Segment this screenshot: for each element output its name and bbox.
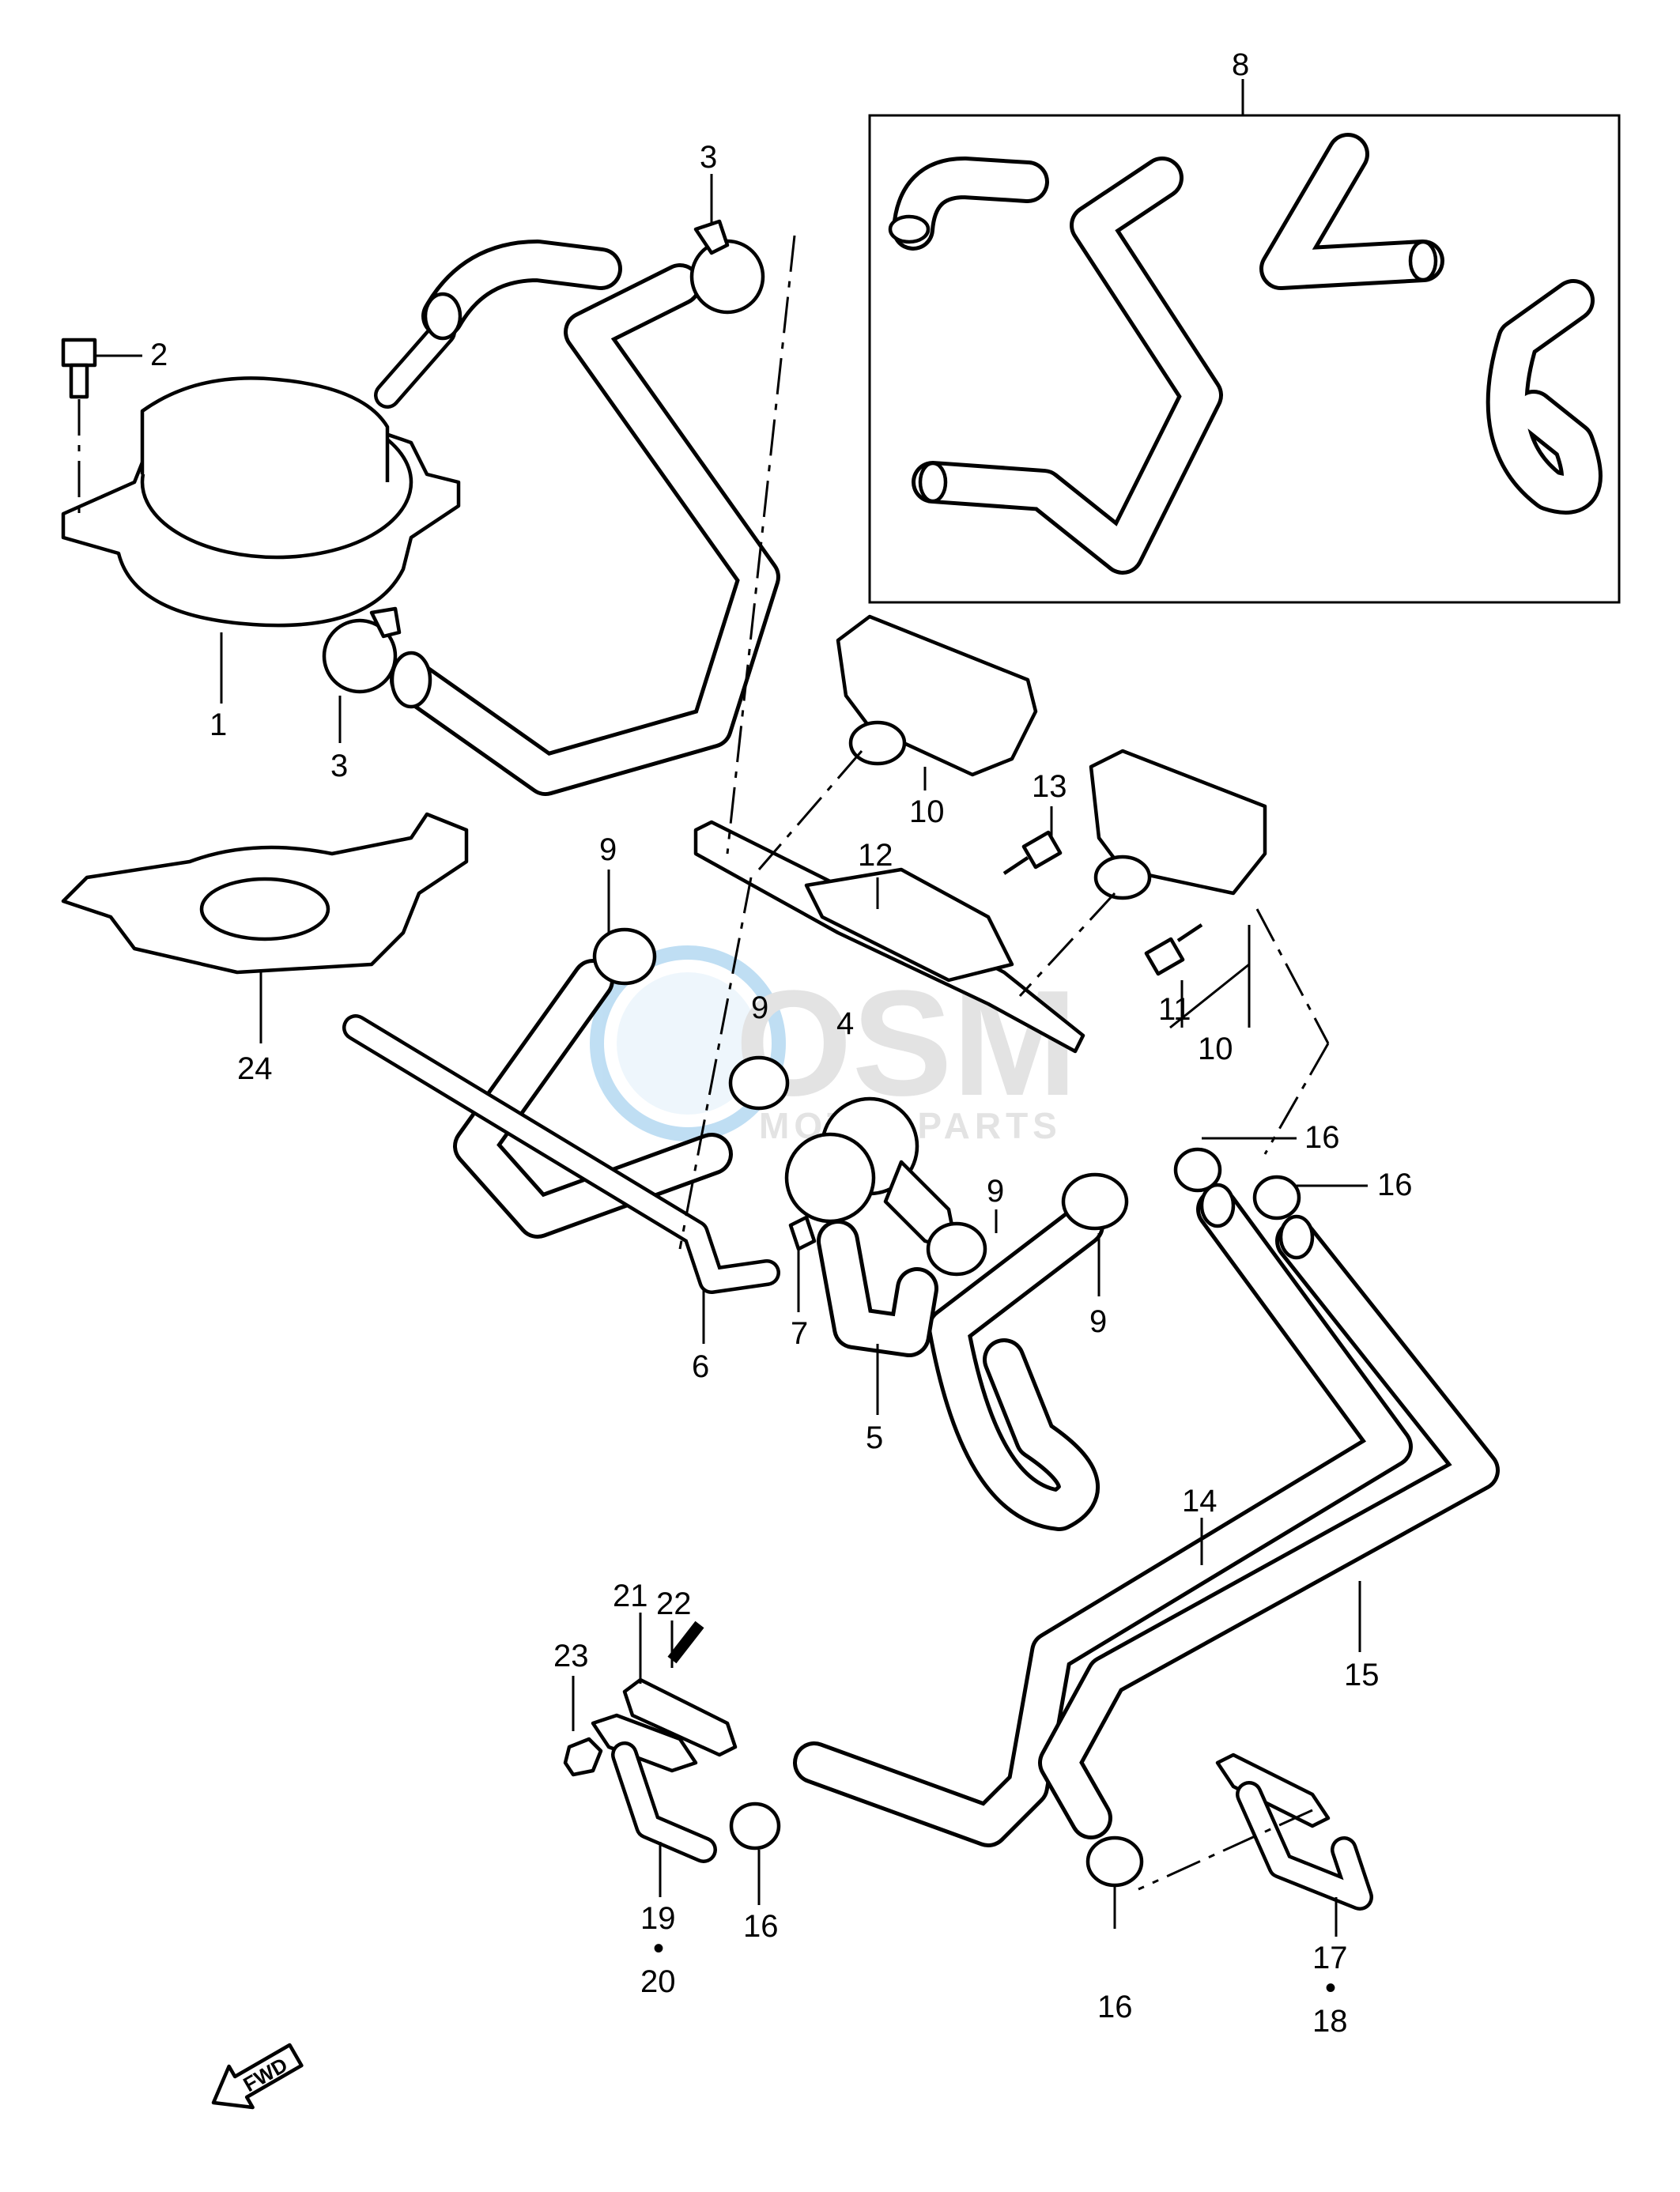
callout-9-d: 9 xyxy=(1089,1304,1107,1339)
watermark-globe-icon xyxy=(590,945,786,1141)
callout-18: 18 xyxy=(1312,2004,1348,2039)
callout-12: 12 xyxy=(858,838,893,873)
canister-1 xyxy=(61,319,461,628)
fwd-arrow-icon: FWD xyxy=(211,2043,304,2110)
clamp-9-b xyxy=(728,1055,790,1111)
callout-1: 1 xyxy=(210,707,227,742)
callout-4: 4 xyxy=(836,1006,854,1041)
callout-13: 13 xyxy=(1032,769,1067,804)
callouts: 8 3 2 1 3 10 13 12 9 24 9 4 11 10 16 16 … xyxy=(150,47,1413,2039)
callout-10-bottom: 10 xyxy=(1198,1032,1233,1066)
clamp-16-d xyxy=(1085,1835,1144,1888)
valve-10-lower xyxy=(1089,749,1267,900)
bolt-13 xyxy=(1002,830,1063,875)
bolt-11 xyxy=(1144,923,1203,976)
callout-2: 2 xyxy=(150,338,168,372)
callout-20: 20 xyxy=(640,1964,676,1999)
clamp-16-a xyxy=(1173,1147,1222,1193)
guide-lines xyxy=(678,235,1330,1891)
callout-8: 8 xyxy=(1232,47,1249,82)
callout-16-a: 16 xyxy=(1304,1120,1340,1155)
callout-16-d: 16 xyxy=(1097,1990,1133,2024)
clamp-9-a xyxy=(592,927,657,986)
clamp-9-d xyxy=(1061,1172,1129,1231)
bracket-24 xyxy=(61,812,469,975)
callout-7: 7 xyxy=(791,1316,808,1351)
clamp-16-c xyxy=(729,1802,781,1851)
valve-10-upper xyxy=(836,614,1038,777)
callout-20-bullet: • xyxy=(653,1931,664,1966)
pipe-6 xyxy=(342,1014,780,1294)
bolt-2 xyxy=(61,338,97,514)
callout-11: 11 xyxy=(1158,992,1191,1027)
hose-upper xyxy=(390,240,780,796)
clamp-9-c xyxy=(926,1221,987,1277)
callout-10-top: 10 xyxy=(909,794,945,829)
pipe-19 xyxy=(591,1713,717,1863)
callout-14: 14 xyxy=(1182,1484,1218,1519)
hose-14 xyxy=(793,1183,1413,1847)
clamp-16-b xyxy=(1252,1175,1301,1221)
hose-kit-8 xyxy=(868,79,1621,604)
callout-22: 22 xyxy=(656,1586,692,1621)
callout-24: 24 xyxy=(237,1051,273,1086)
callout-23: 23 xyxy=(553,1639,589,1673)
stud-22 xyxy=(667,1620,704,1664)
callout-3-bottom: 3 xyxy=(330,749,348,783)
callout-5: 5 xyxy=(866,1420,883,1455)
callout-15: 15 xyxy=(1344,1658,1380,1692)
clamp-3-bottom xyxy=(322,606,402,694)
bracket-12 xyxy=(693,820,1085,1054)
callout-6: 6 xyxy=(692,1349,709,1384)
callout-19: 19 xyxy=(640,1901,676,1936)
callout-18-bullet: • xyxy=(1325,1971,1336,2005)
callout-16-b: 16 xyxy=(1377,1168,1413,1202)
callout-16-c: 16 xyxy=(743,1909,779,1944)
watermark-brand: OSM xyxy=(735,960,1078,1127)
callout-17: 17 xyxy=(1312,1941,1348,1975)
callout-9-a: 9 xyxy=(599,832,617,867)
clamp-3-top xyxy=(689,219,765,315)
callout-9-b: 9 xyxy=(751,990,768,1025)
hose-loop-right xyxy=(927,1204,1104,1531)
clip-7 xyxy=(788,1215,817,1251)
callout-9-c: 9 xyxy=(987,1174,1004,1209)
nut-23 xyxy=(563,1737,603,1777)
hose-15 xyxy=(1038,1214,1500,1839)
hose-5 xyxy=(817,1220,938,1357)
callout-21: 21 xyxy=(613,1579,648,1613)
pipe-17 xyxy=(1215,1752,1373,1911)
callout-3-top: 3 xyxy=(700,140,717,175)
leader-lines xyxy=(95,79,1368,1937)
